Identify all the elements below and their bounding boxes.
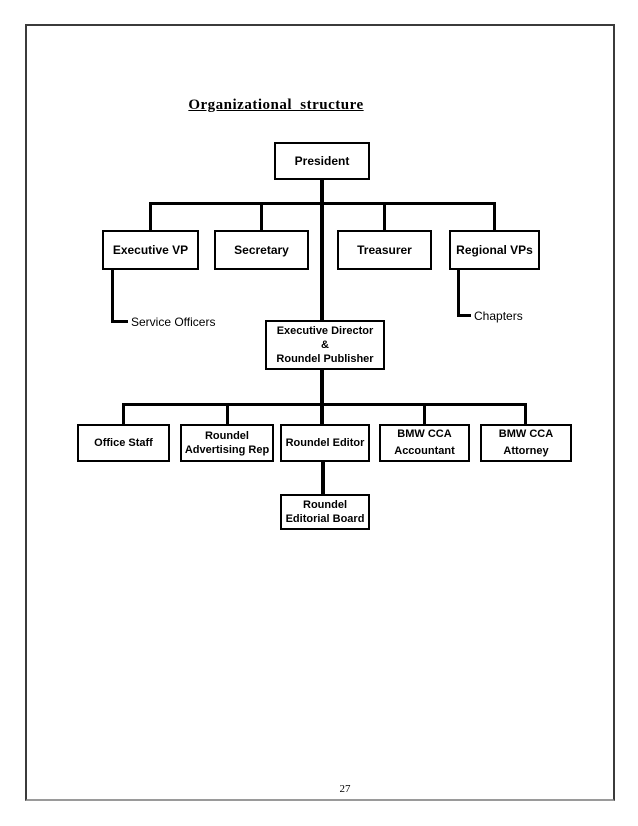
connector-drop-attorney xyxy=(524,403,527,424)
connector-service-officers-horizontal xyxy=(111,320,128,323)
org-node-secretary-label: Secretary xyxy=(234,243,289,257)
connector-chapters-vertical xyxy=(457,270,460,317)
connector-editor-trunk xyxy=(321,462,325,494)
org-sublabel-service-officers: Service Officers xyxy=(131,315,216,329)
org-node-bmw-cca-accountant-label: BMW CCA Accountant xyxy=(394,428,455,457)
org-sublabel-chapters: Chapters xyxy=(474,309,523,323)
org-node-executive-director-label: Executive Director & Roundel Publisher xyxy=(276,325,374,365)
page-number: 27 xyxy=(339,783,351,795)
org-node-roundel-editor: Roundel Editor xyxy=(280,424,370,462)
connector-drop-accountant xyxy=(423,403,426,424)
org-node-treasurer: Treasurer xyxy=(337,230,432,270)
org-node-roundel-advertising-rep-label: Roundel Advertising Rep xyxy=(184,430,270,456)
connector-drop-advertising-rep xyxy=(226,403,229,424)
connector-drop-regional-vps xyxy=(493,202,496,230)
org-node-executive-vp: Executive VP xyxy=(102,230,199,270)
org-node-president-label: President xyxy=(294,154,350,168)
page-border-frame: Organizational structure President Execu… xyxy=(25,24,615,801)
org-node-executive-director: Executive Director & Roundel Publisher xyxy=(265,320,385,370)
connector-president-trunk xyxy=(320,180,324,320)
page-title: Organizational structure xyxy=(188,97,364,113)
org-node-bmw-cca-accountant: BMW CCA Accountant xyxy=(379,424,470,462)
org-node-treasurer-label: Treasurer xyxy=(357,243,412,257)
org-node-roundel-editorial-board: Roundel Editorial Board xyxy=(280,494,370,530)
org-node-secretary: Secretary xyxy=(214,230,309,270)
org-node-roundel-advertising-rep: Roundel Advertising Rep xyxy=(180,424,274,462)
connector-drop-treasurer xyxy=(383,202,386,230)
connector-chapters-horizontal xyxy=(457,314,471,317)
connector-level3-horizontal xyxy=(122,403,527,406)
connector-drop-executive-vp xyxy=(149,202,152,230)
org-node-regional-vps-label: Regional VPs xyxy=(456,243,533,257)
org-node-roundel-editor-label: Roundel Editor xyxy=(285,437,365,449)
connector-level2-horizontal xyxy=(149,202,496,205)
org-node-office-staff-label: Office Staff xyxy=(94,437,153,449)
org-node-office-staff: Office Staff xyxy=(77,424,170,462)
org-node-bmw-cca-attorney-label: BMW CCA Attorney xyxy=(498,428,554,457)
org-node-president: President xyxy=(274,142,370,180)
connector-drop-secretary xyxy=(260,202,263,230)
org-node-regional-vps: Regional VPs xyxy=(449,230,540,270)
connector-drop-office-staff xyxy=(122,403,125,424)
connector-service-officers-vertical xyxy=(111,270,114,323)
org-node-bmw-cca-attorney: BMW CCA Attorney xyxy=(480,424,572,462)
org-node-roundel-editorial-board-label: Roundel Editorial Board xyxy=(285,499,365,525)
org-node-executive-vp-label: Executive VP xyxy=(112,243,189,257)
connector-director-trunk xyxy=(320,370,324,424)
